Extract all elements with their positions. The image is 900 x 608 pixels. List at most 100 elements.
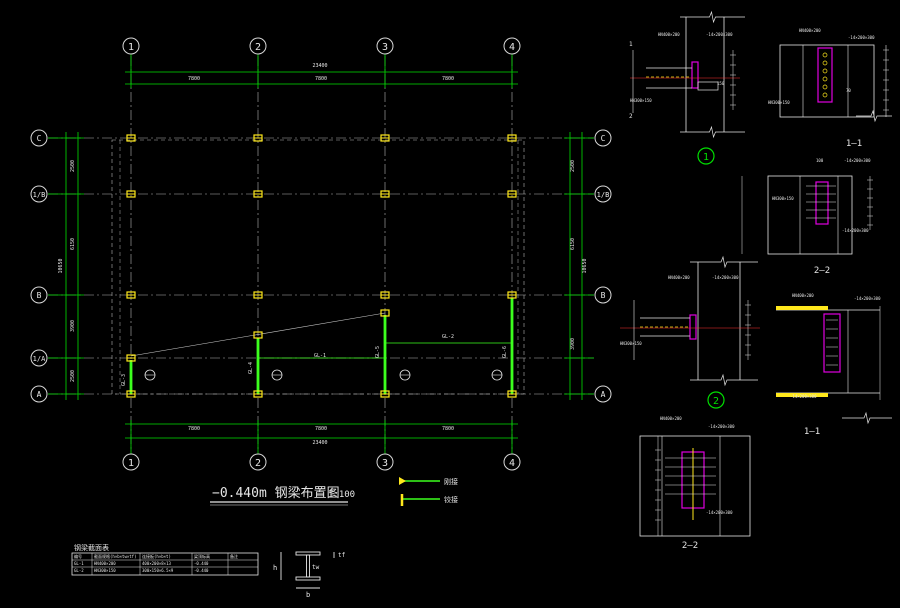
section-index-2: [271, 369, 283, 381]
column-marker-1-5: [126, 390, 136, 398]
detail-plate-tag-6: -14×200×300: [854, 296, 881, 301]
table-cell-r1-elev: -0.440: [194, 561, 209, 566]
axis-bubble-left-C: C: [30, 129, 48, 147]
axis-label-top-4: 4: [509, 42, 515, 53]
detail-plate-tag-2: -14×200×300: [848, 35, 875, 40]
axis-bubble-right-1B: 1/B: [594, 185, 612, 203]
axis-label-right-A: A: [601, 390, 606, 399]
detail-beam-tag-2: HN400×200: [658, 32, 680, 37]
axis-bubble-left-A: A: [30, 385, 48, 403]
table-cell-r2-plate: 300×150×6.5×9: [142, 568, 174, 573]
detail-plate-tag-3: -14×200×300: [844, 158, 871, 163]
lsection11-flange-top: [776, 306, 828, 310]
dim-top-span-3: 7800: [442, 76, 454, 82]
detail-beam-tag-7: HN300×150: [620, 341, 642, 346]
section11-bolt: [822, 68, 828, 74]
plan-scale: 1:100: [328, 490, 355, 500]
axis-label-right-B: B: [601, 291, 606, 300]
axis-bubble-left-1B: 1/B: [30, 185, 48, 203]
bsection22-outline: [639, 435, 751, 537]
beam-label-gl1: GL-1: [314, 353, 326, 359]
column-marker-4-1: [507, 134, 517, 142]
section11-bolt: [822, 52, 828, 58]
dim-bottom-span-2: 7800: [315, 426, 327, 432]
lsection11-flange-bottom: [776, 393, 828, 397]
detail-beam-tag-6: HN400×200: [668, 275, 690, 280]
column-marker-1-1: [126, 134, 136, 142]
detail2-break-top: [690, 255, 758, 269]
dim-right-1: 2500: [570, 160, 576, 172]
connection-legend: 刚接 铰接: [399, 477, 458, 506]
beam-label-gl6: GL-6: [502, 346, 508, 358]
cut-mark-1: 1: [629, 41, 633, 48]
detail2-plate: [689, 314, 697, 340]
column-marker-3-1: [380, 134, 390, 142]
axis-bubble-top-1: 1: [122, 37, 140, 55]
axis-label-top-1: 1: [128, 42, 134, 53]
cut-mark-2: 2: [629, 113, 633, 120]
h-section-symbol: h b tw tf: [273, 551, 346, 599]
node-2-label: 2: [713, 396, 719, 407]
section-1-1-top: 1—1: [846, 139, 862, 149]
beam-sloped: [130, 312, 386, 357]
detail-beam-tag-1: HN400×200: [799, 28, 821, 33]
lsection11-break: [842, 411, 892, 425]
axis-bubble-top-4: 4: [503, 37, 521, 55]
detail2-break-bottom: [690, 373, 758, 387]
table-cell-r2-section: HN300×150: [94, 568, 116, 573]
legend-rigid-label: 刚接: [444, 477, 458, 486]
section-index-4: [491, 369, 503, 381]
axis-bubble-left-1A: 1/A: [30, 349, 48, 367]
building-outline: [111, 139, 525, 395]
legend-rigid-symbol: [399, 477, 406, 485]
beam-label-gl3: GL-3: [121, 374, 127, 386]
axis-bubble-top-3: 3: [376, 37, 394, 55]
detail1-break-bottom: [680, 125, 745, 139]
connection-details: [620, 10, 892, 537]
node-2-bubble: [707, 391, 725, 409]
steel-beam-plan: [48, 54, 594, 454]
b-label: b: [306, 591, 310, 599]
table-cell-r1-section: HN400×200: [94, 561, 116, 566]
detail-beam-tag-4: HN300×150: [768, 100, 790, 105]
node-1-label: 1: [703, 152, 709, 163]
axis-label-top-3: 3: [382, 42, 388, 53]
table-cell-r2-elev: -0.440: [194, 568, 209, 573]
section-2-2-top: 2—2: [814, 266, 830, 276]
section22-plate: [815, 181, 829, 225]
table-cell-r1-id: GL-1: [74, 561, 84, 566]
section22-outline: [767, 175, 853, 255]
beam-label-gl5: GL-5: [375, 346, 381, 358]
table-header-plate: 连接板(h×b×t): [142, 553, 171, 559]
lsection11-plate: [823, 313, 841, 373]
axis-bubbles: 1 2 3 4 1 2 3 4 C 1/B B 1/A A C 1/B B A: [30, 37, 612, 471]
plan-beam-labels: GL-1 GL-2 GL-3 GL-4 GL-5 GL-6: [121, 334, 508, 386]
detail-beam-tag-9: HN400×200: [660, 416, 682, 421]
section11-outline: [779, 44, 875, 118]
column-box: [380, 309, 390, 317]
dim-left-4: 2500: [70, 370, 76, 382]
axis-bubble-left-B: B: [30, 286, 48, 304]
column-box: [253, 331, 263, 339]
dim-right-total: 10650: [582, 258, 588, 273]
dim-bottom-total: 23400: [312, 440, 327, 446]
dim-top-span-2: 7800: [315, 76, 327, 82]
axis-label-bottom-3: 3: [382, 458, 388, 469]
section11-break: [856, 109, 892, 123]
table-title: 钢梁截面表: [74, 543, 109, 552]
dim-left-1: 2500: [70, 160, 76, 172]
h-label: h: [273, 564, 277, 572]
section11-plate: [817, 47, 833, 103]
detail-plate-tag-4: -14×200×300: [842, 228, 869, 233]
axis-bubble-bottom-4: 4: [503, 453, 521, 471]
section11-bolt: [822, 60, 828, 66]
detail1-break-top: [680, 10, 745, 24]
dim-top-total: 23400: [312, 63, 327, 69]
section-index-1: [144, 369, 156, 381]
detail-plate-tag-1: -14×200×300: [706, 32, 733, 37]
axis-label-bottom-2: 2: [255, 458, 261, 469]
column-marker-1-3: [126, 291, 136, 299]
column-marker-4-2: [507, 190, 517, 198]
